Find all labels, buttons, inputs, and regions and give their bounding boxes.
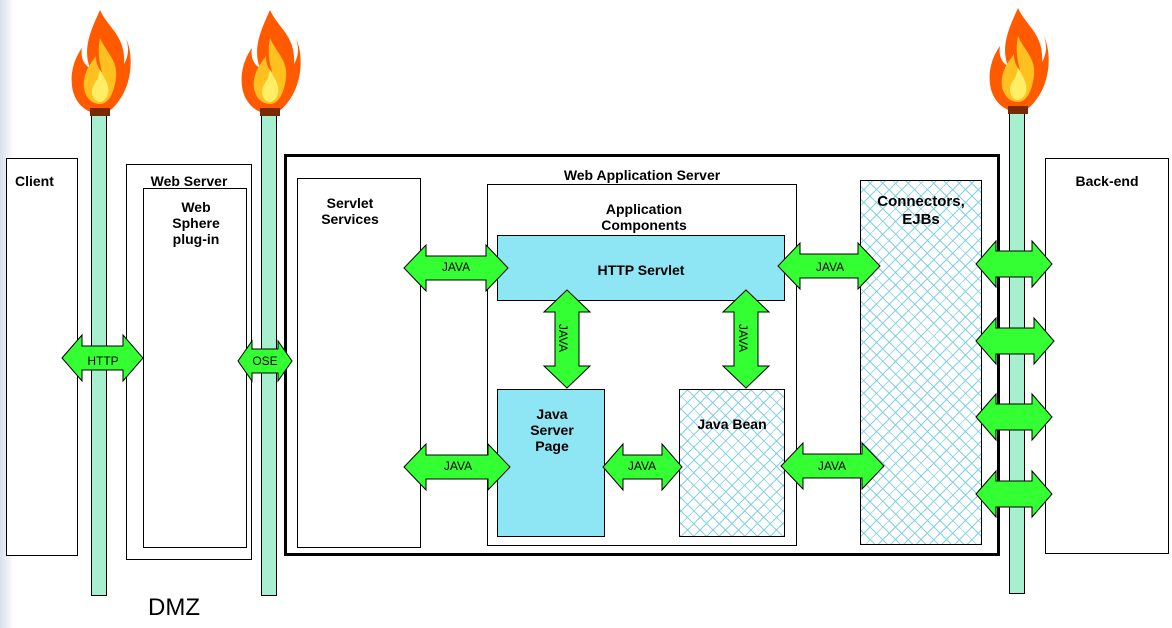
arrow-label-java-bean-connectors: JAVA [818, 459, 846, 473]
backend-arrow-1 [975, 239, 1053, 289]
java-arrow-vertical-left [542, 289, 592, 389]
jsp-box: Java Server Page [497, 389, 605, 537]
connectors-box: Connectors, EJBs [860, 180, 982, 545]
arrow-label-java-servlet-jsp: JAVA [444, 459, 472, 473]
jsp-label: Java Server Page [530, 406, 574, 454]
arrow-label-http: HTTP [87, 354, 118, 368]
java-arrow-servlet-http [403, 243, 509, 293]
websphere-plugin-label: Web Sphere plug-in [172, 199, 220, 247]
java-arrow-vertical-right [721, 289, 771, 389]
flame-icon [989, 8, 1049, 114]
arrow-label-java-jsp-bean: JAVA [628, 459, 656, 473]
java-arrow-http-connectors [777, 241, 881, 291]
web-server-label: Web Server [150, 173, 228, 189]
arrow-label-ose: OSE [252, 354, 277, 368]
was-label: Web Application Server [563, 167, 721, 183]
connectors-label: Connectors, EJBs [877, 193, 965, 228]
client-label: Client [15, 173, 54, 189]
http-servlet-label: HTTP Servlet [597, 262, 685, 278]
http-arrow [61, 333, 144, 383]
flame-icon [241, 10, 301, 116]
dmz-label: DMZ [148, 594, 200, 621]
ose-arrow [237, 339, 293, 383]
java-arrow-jsp-bean [602, 442, 683, 492]
java-arrow-servlet-jsp [403, 442, 511, 492]
java-bean-box: Java Bean [679, 389, 785, 537]
http-servlet-box: HTTP Servlet [497, 235, 785, 301]
app-components-label: Application Components [601, 201, 687, 233]
flame-icon [71, 10, 131, 116]
backend-arrow-3 [975, 392, 1053, 442]
java-bean-label: Java Bean [697, 416, 767, 432]
arrow-label-java-http-connectors: JAVA [816, 260, 844, 274]
servlet-services-label: Servlet Services [321, 195, 379, 227]
arrow-label-java-servlet-http: JAVA [442, 260, 470, 274]
backend-label: Back-end [1075, 173, 1139, 189]
java-arrow-bean-connectors [780, 441, 885, 491]
servlet-services-box: Servlet Services [297, 178, 421, 548]
backend-arrow-2 [975, 316, 1055, 366]
backend-box: Back-end [1045, 158, 1169, 554]
arrow-label-java-vertical-right: JAVA [736, 324, 750, 352]
websphere-plugin-box: Web Sphere plug-in [143, 188, 247, 548]
backend-arrow-4 [975, 469, 1053, 519]
arrow-label-java-vertical-left: JAVA [556, 324, 570, 352]
